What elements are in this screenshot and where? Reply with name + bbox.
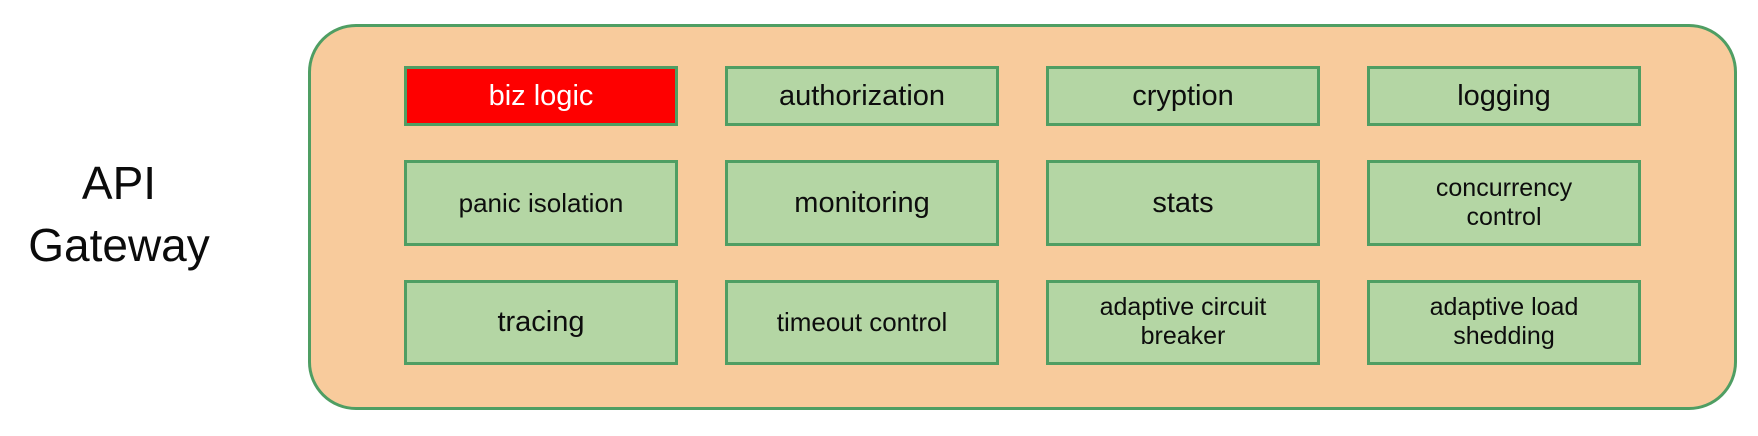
module-tracing: tracing (404, 279, 678, 365)
module-authorization: authorization (725, 66, 999, 127)
gateway-container: biz logic authorization cryption logging… (308, 24, 1737, 410)
module-biz-logic: biz logic (404, 66, 678, 127)
module-monitoring: monitoring (725, 160, 999, 246)
module-stats: stats (1046, 160, 1320, 246)
module-panic-isolation: panic isolation (404, 160, 678, 246)
module-concurrency-control: concurrency control (1367, 160, 1641, 246)
module-logging: logging (1367, 66, 1641, 127)
api-gateway-label: API Gateway (28, 157, 210, 271)
module-adaptive-circuit-breaker: adaptive circuit breaker (1046, 279, 1320, 365)
module-timeout-control: timeout control (725, 279, 999, 365)
module-adaptive-load-shedding: adaptive load shedding (1367, 279, 1641, 365)
module-cryption: cryption (1046, 66, 1320, 127)
